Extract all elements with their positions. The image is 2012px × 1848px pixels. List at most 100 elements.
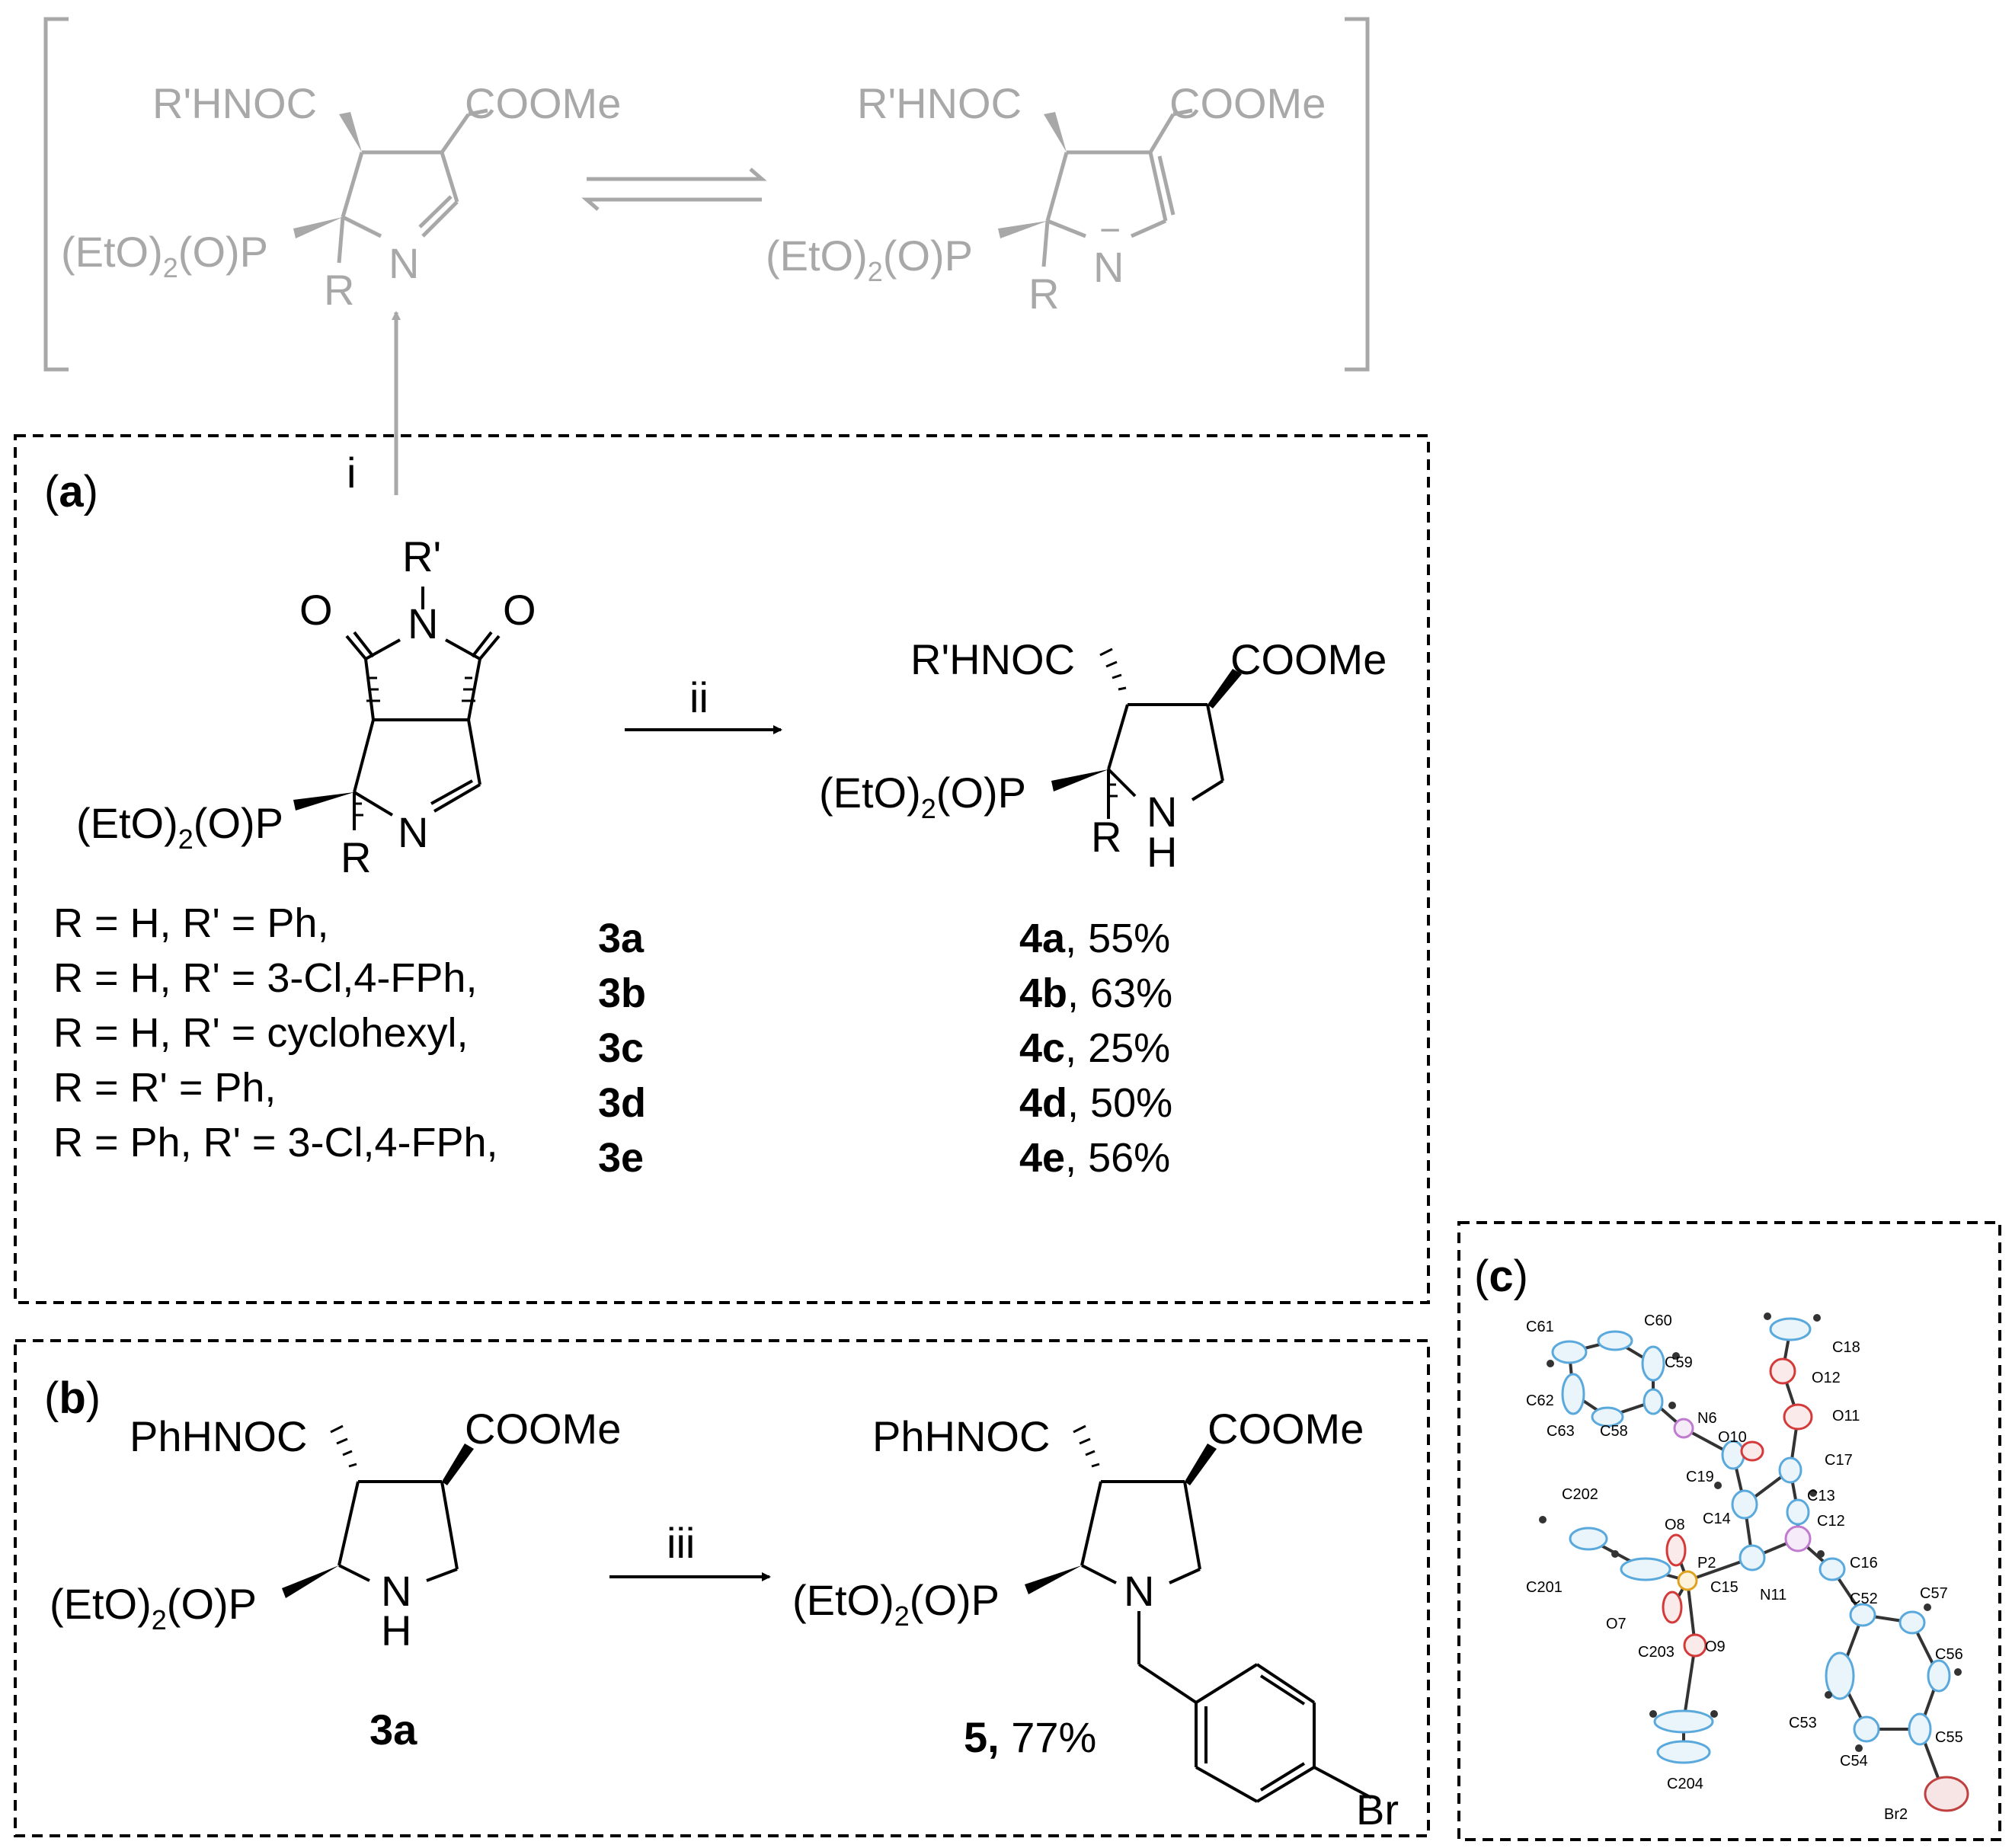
- right-ester-label: COOMe: [1169, 79, 1326, 127]
- atom-label: O8: [1665, 1517, 1685, 1533]
- left-ester-label: COOMe: [465, 79, 621, 127]
- table-row: R = H, R' = Ph, 3a 4a, 55%: [53, 900, 1170, 961]
- reactant-left-o: O: [299, 586, 333, 634]
- table-row: R = R' = Ph, 3d 4d, 50%: [53, 1065, 1172, 1126]
- step-ii-label: ii: [689, 673, 709, 721]
- table-row: R = H, R' = 3-Cl,4-FPh, 3b 4b, 63%: [53, 955, 1172, 1016]
- product-h: H: [1147, 828, 1177, 876]
- right-pyrrole-ring: [1045, 108, 1193, 238]
- atom-label: C57: [1920, 1585, 1948, 1602]
- right-n-label: N: [1093, 243, 1124, 291]
- row-condition: R = H, R' = 3-Cl,4-FPh,: [53, 955, 477, 1001]
- atom-label: Br2: [1884, 1806, 1908, 1823]
- left-phosphonate-label: (EtO)2(O)P: [61, 228, 268, 283]
- b-reactant-compound: 3a: [369, 1706, 417, 1754]
- row-product-yield: 4d, 50%: [1019, 1080, 1172, 1126]
- panel-a-label: (a): [44, 467, 98, 516]
- left-r-label: R: [324, 266, 354, 314]
- product-amide: R'HNOC: [910, 635, 1075, 683]
- atom-label: C16: [1850, 1555, 1878, 1571]
- panel-a-reactant-hash-bonds: [353, 676, 475, 817]
- atom-label: C63: [1547, 1423, 1575, 1440]
- reactant-phosphonate: (EtO)2(O)P: [76, 799, 283, 855]
- b-product-phosphonate: (EtO)2(O)P: [792, 1576, 1000, 1632]
- panel-b-reactant-labels: PhHNOC COOMe (EtO)2(O)P N H 3a: [50, 1405, 621, 1754]
- atom-label: C60: [1644, 1312, 1672, 1329]
- b-product-compound-yield: 5, 77%: [964, 1713, 1096, 1761]
- b-reactant-phosphonate: (EtO)2(O)P: [50, 1580, 257, 1635]
- reactant-r-prime: R': [402, 532, 441, 580]
- b-reactant-h: H: [381, 1607, 411, 1655]
- b-reactant-ester: COOMe: [465, 1405, 621, 1453]
- atom-label: C62: [1526, 1392, 1554, 1409]
- product-ester-wedge: [1208, 669, 1242, 708]
- row-condition: R = R' = Ph,: [53, 1065, 276, 1111]
- equilibrium-scheme: [43, 17, 1370, 495]
- reactant-imide-n: N: [408, 599, 438, 647]
- atom-label: C59: [1665, 1354, 1693, 1371]
- atom-label: C204: [1667, 1776, 1703, 1792]
- row-compound: 3a: [598, 916, 645, 961]
- row-product-yield: 4a, 55%: [1019, 916, 1170, 961]
- atom-label: O9: [1705, 1639, 1726, 1655]
- left-pyrroline-ring: [341, 108, 488, 238]
- b-product-n: N: [1124, 1567, 1154, 1615]
- right-negative-charge: −: [1099, 210, 1121, 251]
- right-bracket: [1345, 17, 1370, 372]
- panel-c-label: (c): [1474, 1252, 1528, 1301]
- left-amide-hash-wedge: [339, 112, 362, 152]
- b-reactant-p-wedge: [282, 1565, 339, 1598]
- panel-a-frame: [14, 434, 1430, 1304]
- right-r-label: R: [1028, 270, 1059, 318]
- panel-c-frame: [1457, 1221, 2001, 1841]
- right-phosphonate-label: (EtO)2(O)P: [766, 232, 973, 287]
- row-condition: R = H, R' = cyclohexyl,: [53, 1010, 468, 1056]
- atom-label: C19: [1686, 1469, 1714, 1485]
- panel-a-reactant-labels: R' N O O (EtO)2(O)P R N: [76, 532, 536, 881]
- product-n: N: [1147, 788, 1177, 836]
- reactant-n: N: [398, 808, 428, 856]
- atom-label: O10: [1718, 1429, 1747, 1446]
- atom-label: C14: [1703, 1511, 1731, 1527]
- b-product-ester-wedge: [1185, 1444, 1217, 1485]
- atom-label: C58: [1600, 1423, 1628, 1440]
- atom-label: C61: [1526, 1319, 1554, 1335]
- b-product-amide: PhHNOC: [872, 1412, 1050, 1460]
- atom-label: C201: [1526, 1579, 1563, 1596]
- product-phosphonate: (EtO)2(O)P: [819, 769, 1026, 824]
- row-product-yield: 4c, 25%: [1019, 1025, 1170, 1071]
- left-p-wedge: [293, 217, 343, 238]
- atom-label: O12: [1812, 1370, 1841, 1386]
- atom-label: N11: [1760, 1587, 1786, 1603]
- product-p-wedge: [1051, 769, 1108, 791]
- ortep-hydrogens: [1539, 1312, 1962, 1752]
- atom-label: C18: [1832, 1339, 1860, 1356]
- b-product-p-wedge: [1025, 1565, 1082, 1594]
- atom-label: C55: [1935, 1729, 1963, 1746]
- b-product-amide-hash: [1073, 1424, 1100, 1468]
- atom-label: C17: [1825, 1452, 1853, 1469]
- ortep-ellipsoids: [1551, 1317, 1969, 1812]
- equilibrium-labels: R'HNOC COOMe (EtO)2(O)P R N R'HNOC COOMe…: [61, 79, 1326, 318]
- equilibrium-arrows: [581, 168, 767, 211]
- row-compound: 3c: [598, 1025, 644, 1071]
- panel-b-label: (b): [44, 1373, 101, 1423]
- atom-label: C56: [1935, 1646, 1963, 1663]
- reactant-r: R: [341, 833, 371, 881]
- right-amide-hash-wedge: [1044, 112, 1067, 152]
- atom-label: C53: [1789, 1715, 1817, 1731]
- product-r: R: [1091, 813, 1121, 861]
- panel-a-reactant-p-wedge: [293, 792, 354, 810]
- atom-label: C12: [1817, 1513, 1845, 1530]
- atom-label: C203: [1638, 1644, 1675, 1661]
- atom-label: O7: [1606, 1616, 1627, 1632]
- b-reactant-ester-wedge: [442, 1444, 474, 1485]
- step-iii-label: iii: [667, 1519, 695, 1567]
- atom-label: N6: [1697, 1410, 1717, 1427]
- atom-label: P2: [1697, 1555, 1716, 1571]
- crystal-structure-ortep: C61 C60 C59 C62 C63 C58 N6 C18 O12 O11 O…: [1526, 1312, 1969, 1823]
- row-compound: 3e: [598, 1135, 644, 1181]
- table-row: R = Ph, R' = 3-Cl,4-FPh, 3e 4e, 56%: [53, 1120, 1170, 1181]
- left-amide-label: R'HNOC: [152, 79, 317, 127]
